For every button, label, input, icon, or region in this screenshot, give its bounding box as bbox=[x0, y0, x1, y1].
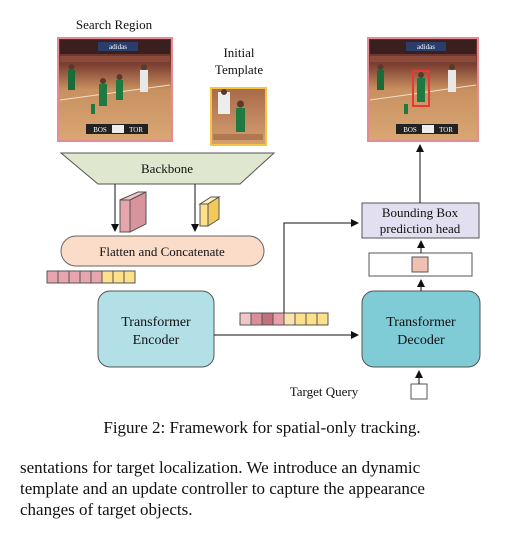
initial-template-label-line2: Template bbox=[215, 62, 263, 77]
svg-text:BOS: BOS bbox=[93, 126, 107, 134]
body-line: changes of target objects. bbox=[20, 500, 193, 519]
transformer-encoder-block bbox=[97, 290, 215, 368]
flatten-concatenate-block bbox=[60, 235, 265, 267]
body-line: template and an update controller to cap… bbox=[20, 479, 425, 498]
flattened-token-row bbox=[46, 270, 136, 284]
encoder-label-line1: Transformer bbox=[121, 315, 191, 330]
figure-caption: Figure 2: Framework for spatial-only tra… bbox=[103, 418, 421, 437]
svg-text:TOR: TOR bbox=[439, 126, 453, 134]
encoded-token-row bbox=[239, 312, 329, 326]
svg-text:adidas: adidas bbox=[109, 43, 127, 51]
svg-text:TOR: TOR bbox=[129, 126, 143, 134]
initial-template-image bbox=[210, 87, 267, 146]
framework-diagram: Search Region adidas BOS TOR Initial Tem… bbox=[46, 17, 481, 400]
flatten-concatenate-label: Flatten and Concatenate bbox=[99, 244, 225, 259]
decoder-output-token bbox=[411, 256, 429, 273]
bbox-head-label-line1: Bounding Box bbox=[382, 205, 459, 220]
body-line: sentations for target localization. We i… bbox=[20, 458, 421, 477]
output-image: adidas BOS TOR bbox=[367, 37, 479, 142]
template-feature-block bbox=[198, 196, 221, 227]
decoder-label-line2: Decoder bbox=[397, 333, 445, 348]
search-region-image: adidas BOS TOR bbox=[57, 37, 173, 142]
body-paragraph: sentations for target localization. We i… bbox=[20, 457, 512, 520]
initial-template-label-line1: Initial bbox=[223, 45, 254, 60]
svg-text:BOS: BOS bbox=[403, 126, 417, 134]
target-query-label: Target Query bbox=[290, 384, 359, 399]
svg-text:adidas: adidas bbox=[417, 43, 435, 51]
target-query-token bbox=[410, 383, 428, 400]
decoder-label-line1: Transformer bbox=[386, 315, 456, 330]
bbox-head-label-line2: prediction head bbox=[380, 221, 461, 236]
encoder-label-line2: Encoder bbox=[133, 333, 180, 348]
predicted-bounding-box bbox=[412, 70, 430, 107]
search-feature-block bbox=[119, 191, 147, 233]
backbone-label: Backbone bbox=[141, 161, 193, 176]
backbone-block bbox=[59, 152, 276, 185]
search-region-label: Search Region bbox=[76, 17, 153, 32]
